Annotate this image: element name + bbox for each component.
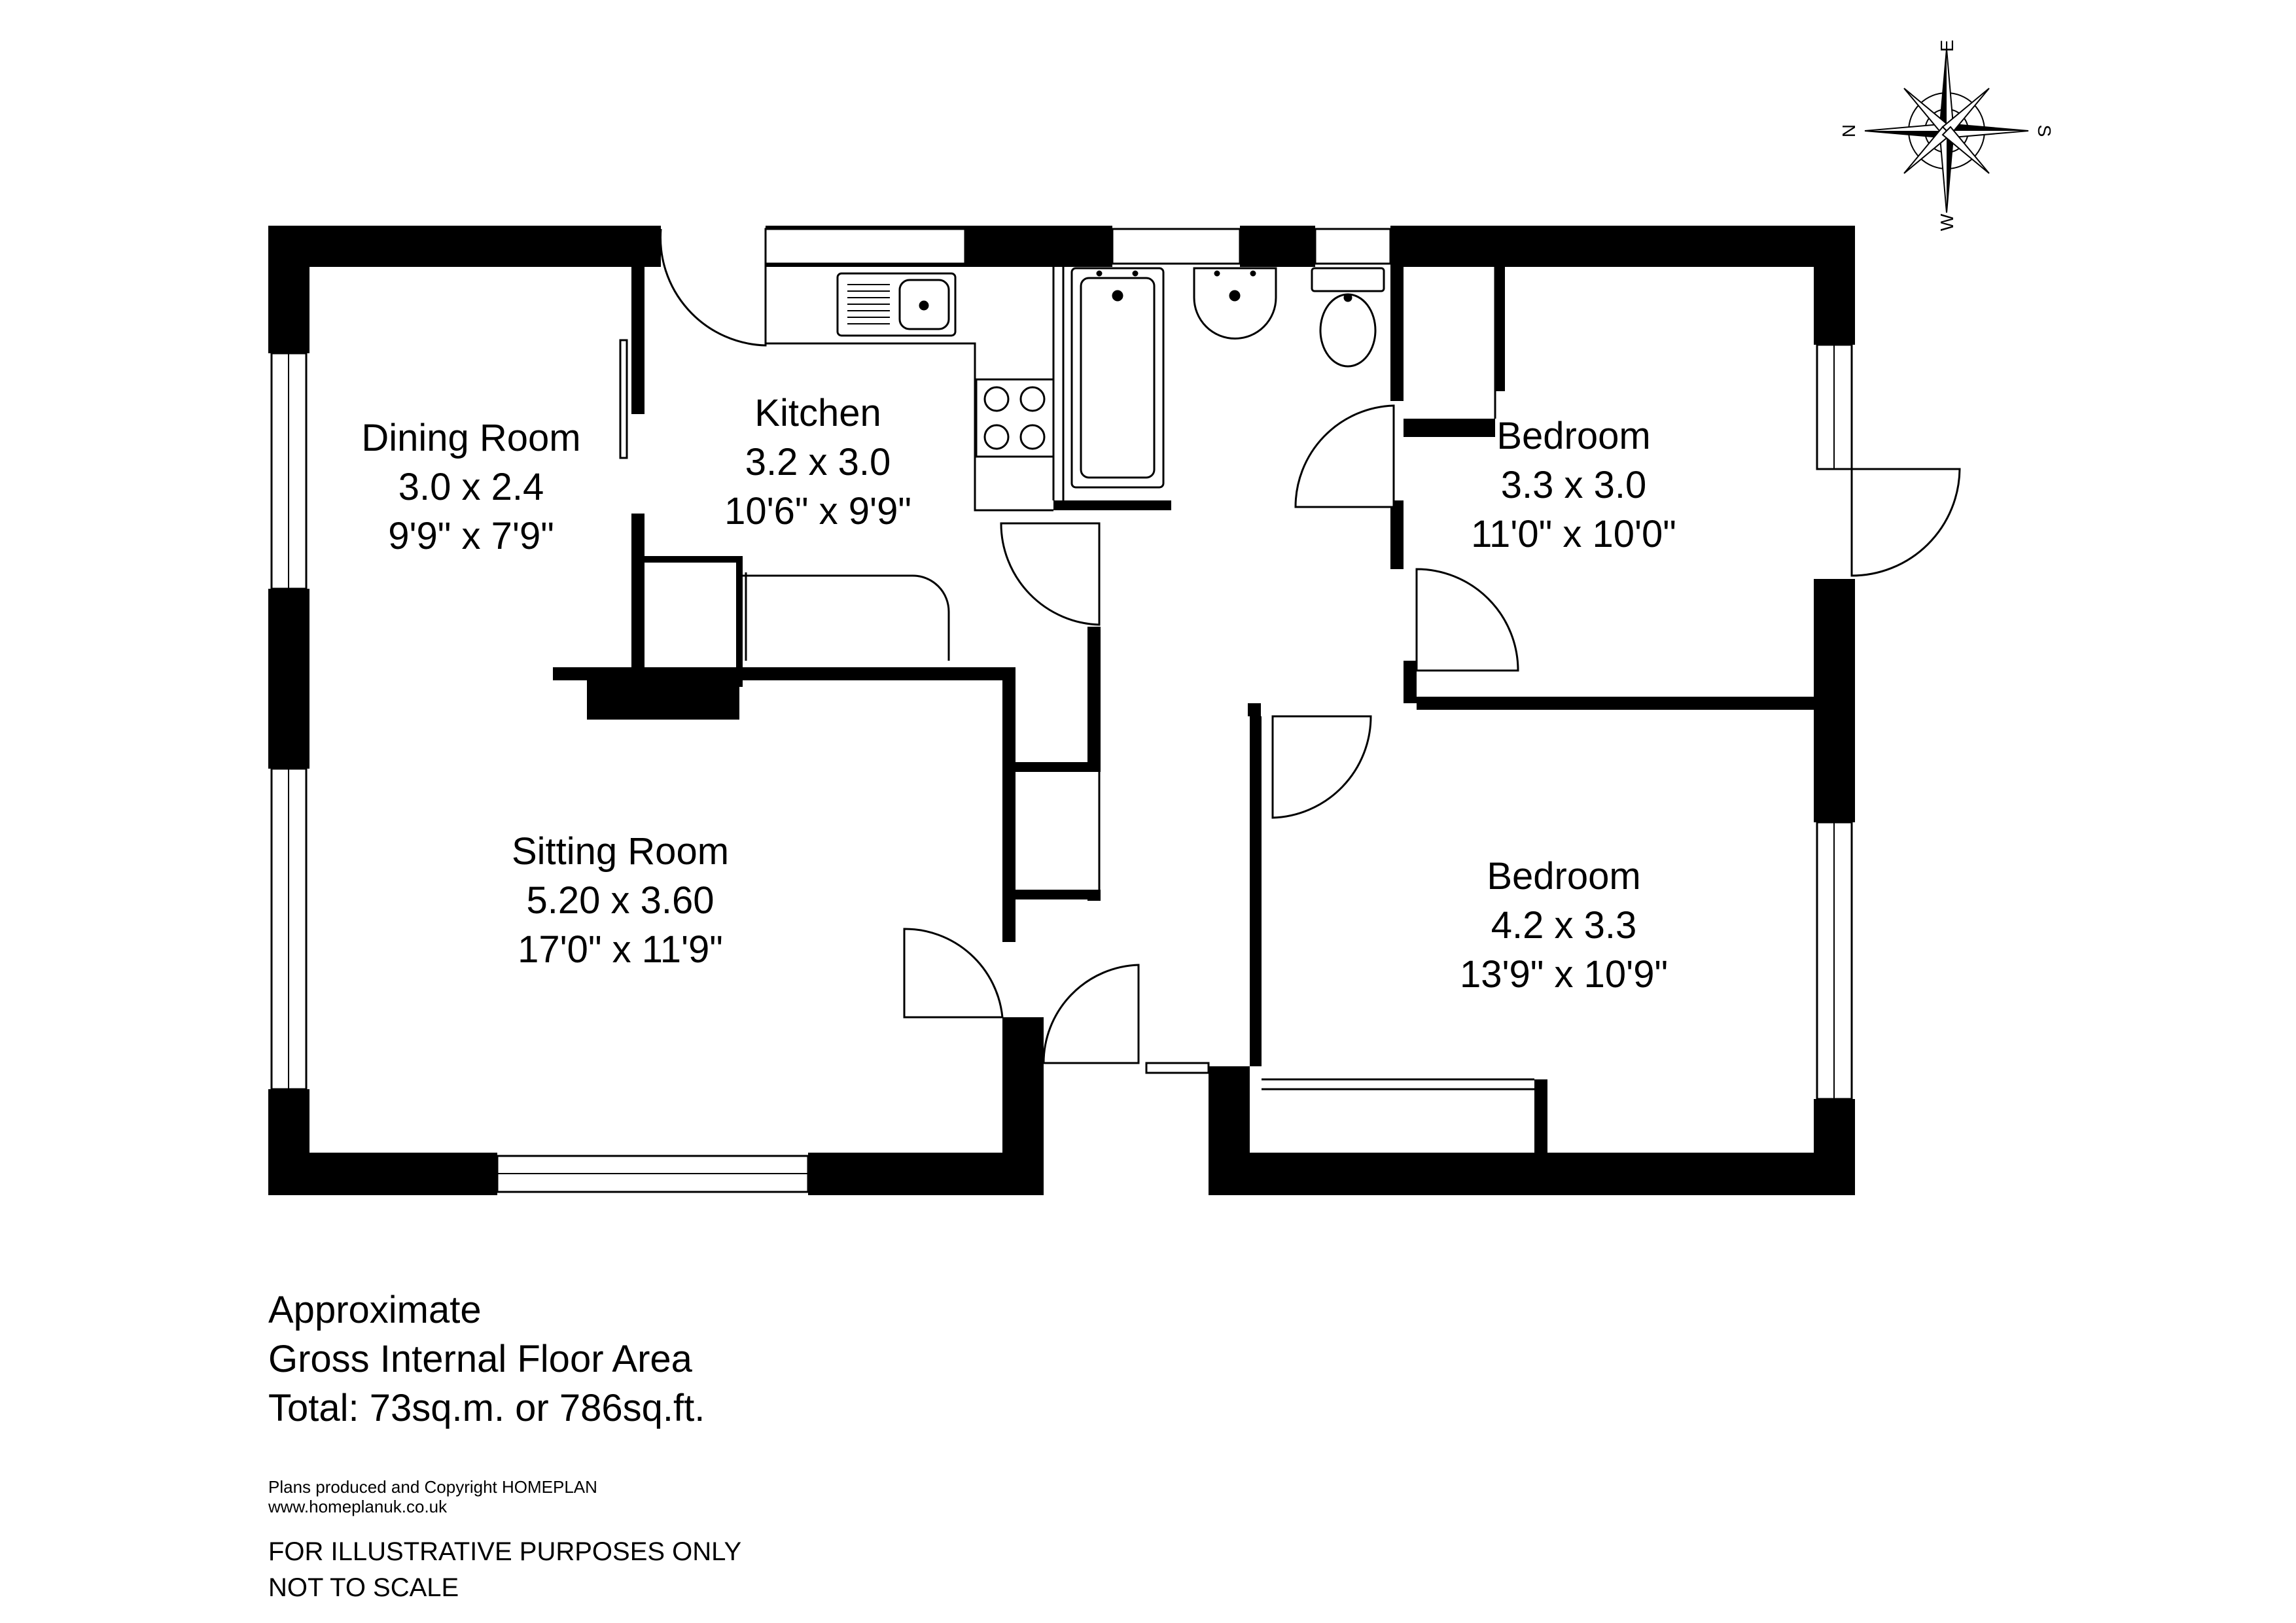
compass-s: S	[2034, 125, 2055, 137]
door-dining-kitchen	[619, 339, 628, 459]
door-sitting	[903, 928, 1004, 1019]
area-line-2: Gross Internal Floor Area	[268, 1338, 692, 1380]
room-label-sitting: Sitting Room 5.20 x 3.60 17'0" x 11'9"	[489, 827, 751, 974]
exterior-walls	[268, 226, 1855, 1195]
copyright-line-2: www.homeplanuk.co.uk	[268, 1497, 448, 1516]
room-imperial: 17'0" x 11'9"	[518, 928, 723, 971]
door-bedroom1-exterior	[1850, 468, 1961, 577]
disclaimer-line-2: NOT TO SCALE	[268, 1573, 459, 1602]
copyright-note: Plans produced and Copyright HOMEPLAN ww…	[268, 1477, 597, 1516]
doors	[619, 228, 1961, 1064]
windows	[270, 228, 1853, 1193]
floor-area-note: Approximate Gross Internal Floor Area To…	[268, 1285, 705, 1433]
room-label-bedroom-1: Bedroom 3.3 x 3.0 11'0" x 10'0"	[1443, 411, 1704, 559]
room-label-bedroom-2: Bedroom 4.2 x 3.3 13'9" x 10'9"	[1433, 852, 1695, 999]
room-metric: 4.2 x 3.3	[1491, 904, 1637, 947]
compass-rose: N S E W	[1839, 40, 2055, 232]
room-imperial: 9'9" x 7'9"	[388, 515, 554, 557]
compass-n: N	[1839, 124, 1859, 137]
room-name: Sitting Room	[511, 830, 730, 873]
interior-walls	[553, 267, 1814, 1153]
window-kitchen-top	[764, 228, 966, 265]
wash-basin	[1193, 267, 1277, 340]
kitchen-hob	[975, 378, 1055, 458]
room-label-dining: Dining Room 3.0 x 2.4 9'9" x 7'9"	[340, 413, 602, 561]
room-imperial: 10'6" x 9'9"	[724, 490, 911, 532]
room-metric: 5.20 x 3.60	[526, 879, 715, 922]
room-metric: 3.0 x 2.4	[398, 466, 544, 508]
compass-e: E	[1937, 40, 1957, 52]
disclaimer-note: FOR ILLUSTRATIVE PURPOSES ONLY NOT TO SC…	[268, 1534, 741, 1606]
room-name: Bedroom	[1496, 415, 1651, 457]
room-name: Bedroom	[1487, 855, 1641, 898]
window-wc-top	[1314, 228, 1392, 265]
toilet	[1311, 267, 1385, 368]
door-kitchen-corridor	[1000, 522, 1101, 626]
area-line-1: Approximate	[268, 1289, 482, 1331]
door-bedroom1	[1415, 568, 1519, 672]
door-bedroom2	[1271, 715, 1372, 819]
room-imperial: 13'9" x 10'9"	[1459, 953, 1669, 996]
room-name: Dining Room	[361, 417, 581, 459]
room-name: Kitchen	[754, 392, 881, 434]
room-imperial: 11'0" x 10'0"	[1471, 513, 1676, 555]
room-metric: 3.3 x 3.0	[1500, 464, 1647, 506]
kitchen-sink	[836, 272, 957, 337]
area-line-3: Total: 73sq.m. or 786sq.ft.	[268, 1387, 705, 1429]
door-bathroom	[1294, 404, 1395, 508]
fixtures	[836, 267, 1385, 489]
copyright-line-1: Plans produced and Copyright HOMEPLAN	[268, 1477, 597, 1497]
bath	[1070, 267, 1165, 489]
window-bath-top	[1111, 228, 1241, 265]
door-front	[1042, 964, 1140, 1064]
door-dining-exterior	[660, 228, 767, 347]
compass-w: W	[1937, 213, 1957, 231]
room-metric: 3.2 x 3.0	[745, 441, 891, 483]
room-label-kitchen: Kitchen 3.2 x 3.0 10'6" x 9'9"	[687, 389, 949, 536]
disclaimer-line-1: FOR ILLUSTRATIVE PURPOSES ONLY	[268, 1537, 742, 1566]
